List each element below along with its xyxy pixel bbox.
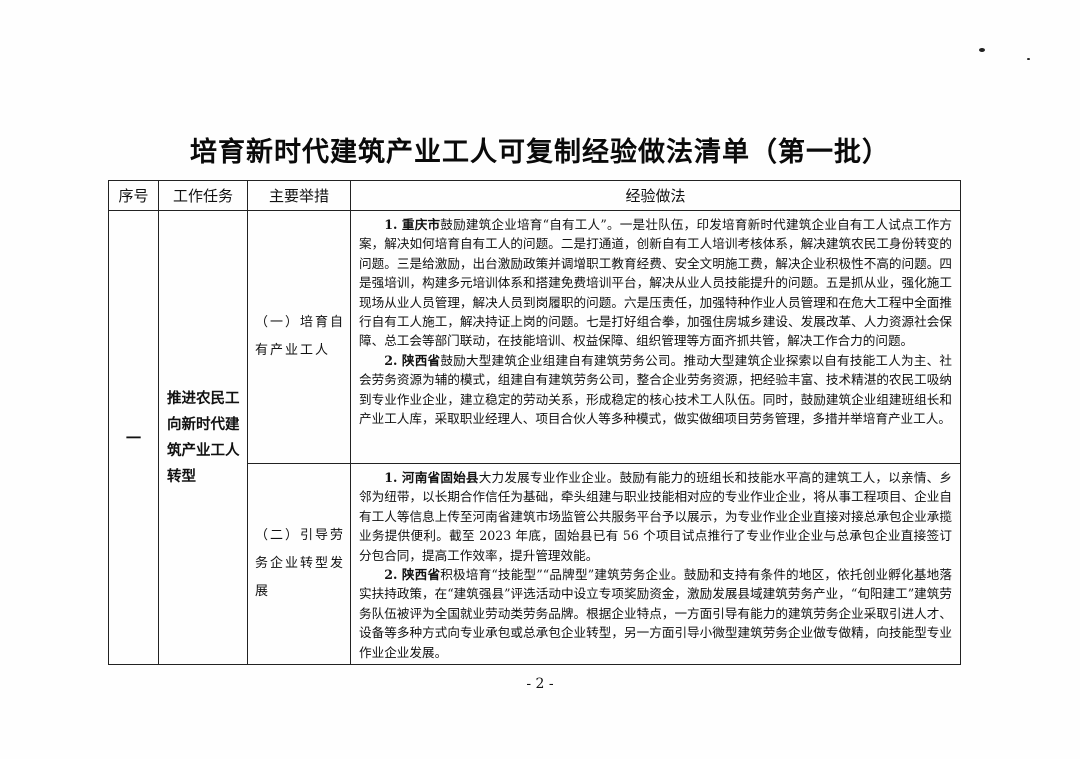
- header-no: 序号: [108, 180, 159, 211]
- experience-cell: 1. 重庆市鼓励建筑企业培育“自有工人”。一是壮队伍，印发培育新时代建筑企业自有…: [350, 210, 961, 464]
- document-title: 培育新时代建筑产业工人可复制经验做法清单（第一批）: [190, 137, 890, 168]
- header-task: 工作任务: [158, 180, 248, 211]
- scan-speck: [1027, 58, 1030, 60]
- experience-text: 鼓励大型建筑企业组建自有建筑劳务公司。推动大型建筑企业探索以自有技能工人为主、社…: [359, 352, 952, 427]
- header-experience: 经验做法: [350, 180, 961, 211]
- experience-paragraph: 2. 陕西省鼓励大型建筑企业组建自有建筑劳务公司。推动大型建筑企业探索以自有技能…: [359, 351, 952, 429]
- experience-text: 积极培育“技能型”“品牌型”建筑劳务企业。鼓励和支持有条件的地区，依托创业孵化基…: [359, 567, 952, 660]
- experience-lead: 2. 陕西省: [384, 352, 441, 368]
- experience-lead: 1. 重庆市: [384, 217, 441, 232]
- experience-paragraph: 1. 河南省固始县大力发展专业作业企业。鼓励有能力的班组长和技能水平高的建筑工人…: [359, 468, 952, 565]
- row-number: 一: [108, 209, 159, 666]
- table-header-row: 序号 工作任务 主要举措 经验做法: [108, 180, 961, 211]
- header-measure: 主要举措: [247, 180, 351, 211]
- table-row: （二）引导劳务企业转型发展 1. 河南省固始县大力发展专业作业企业。鼓励有能力的…: [109, 462, 961, 666]
- experience-text: 鼓励建筑企业培育“自有工人”。一是壮队伍，印发培育新时代建筑企业自有工人试点工作…: [359, 217, 952, 349]
- experience-paragraph: 1. 重庆市鼓励建筑企业培育“自有工人”。一是壮队伍，印发培育新时代建筑企业自有…: [359, 215, 952, 351]
- table-row: 一 推进农民工向新时代建筑产业工人转型 （一）培育自有产业工人 1. 重庆市鼓励…: [108, 209, 961, 666]
- experience-paragraph: 2. 陕西省积极培育“技能型”“品牌型”建筑劳务企业。鼓励和支持有条件的地区，依…: [359, 565, 952, 662]
- page-number: - 2 -: [526, 676, 554, 692]
- experience-lead: 2. 陕西省: [384, 567, 441, 583]
- measure-cell: （二）引导劳务企业转型发展: [247, 462, 351, 666]
- experience-cell: 1. 河南省固始县大力发展专业作业企业。鼓励有能力的班组长和技能水平高的建筑工人…: [350, 462, 961, 666]
- measure-cell: （一）培育自有产业工人: [247, 210, 351, 464]
- work-task: 推进农民工向新时代建筑产业工人转型: [158, 209, 248, 666]
- scan-speck: [979, 48, 985, 52]
- experience-table: 序号 工作任务 主要举措 经验做法 一 推进农民工向新时代建筑产业工人转型 （一…: [108, 180, 961, 666]
- experience-lead: 1. 河南省固始县: [384, 470, 479, 485]
- experience-text: 大力发展专业作业企业。鼓励有能力的班组长和技能水平高的建筑工人，以亲情、乡邻为纽…: [359, 470, 952, 563]
